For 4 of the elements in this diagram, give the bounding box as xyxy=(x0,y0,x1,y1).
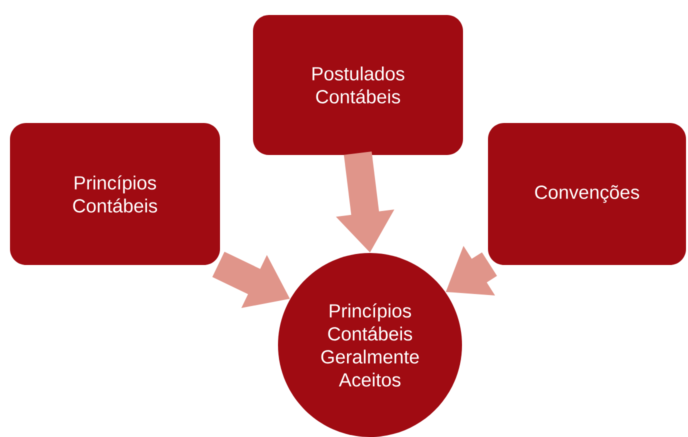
circle-node: Princípios Contábeis Geralmente Aceitos xyxy=(278,253,462,437)
rounded-box: Postulados Contábeis xyxy=(253,15,463,155)
rounded-box: Princípios Contábeis xyxy=(10,123,220,265)
rounded-box: Convenções xyxy=(488,123,686,265)
